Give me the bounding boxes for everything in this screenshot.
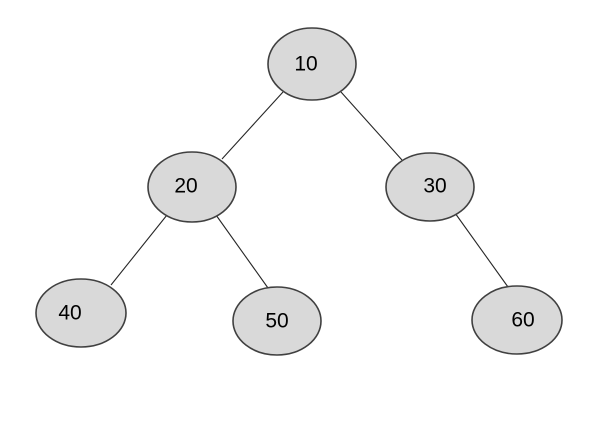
node-label: 50 (265, 310, 288, 333)
node-group: 10 20 30 40 50 60 (35, 27, 563, 356)
node-label: 40 (58, 302, 81, 325)
node-shape[interactable] (232, 286, 322, 356)
node-label: 10 (294, 53, 317, 76)
edge-group (110, 91, 509, 289)
node-shape[interactable] (471, 285, 563, 355)
node-shape[interactable] (267, 27, 357, 101)
tree-node-left[interactable]: 20 (147, 151, 237, 223)
tree-node-right[interactable]: 30 (385, 152, 475, 222)
edge-root-to-right-child (340, 91, 403, 161)
tree-node-left-right[interactable]: 50 (232, 286, 322, 356)
tree-node-root[interactable]: 10 (267, 27, 357, 101)
edge-right-to-right-child (454, 212, 509, 288)
node-shape[interactable] (147, 151, 237, 223)
edge-left-to-right-child (215, 214, 269, 289)
edge-left-to-left-child (110, 214, 168, 286)
edge-root-to-left-child (221, 91, 284, 160)
node-shape[interactable] (385, 152, 475, 222)
node-label: 20 (174, 175, 197, 198)
node-shape[interactable] (35, 278, 127, 348)
tree-node-right-right[interactable]: 60 (471, 285, 563, 355)
node-label: 60 (511, 309, 534, 332)
node-label: 30 (423, 175, 446, 198)
tree-node-left-left[interactable]: 40 (35, 278, 127, 348)
